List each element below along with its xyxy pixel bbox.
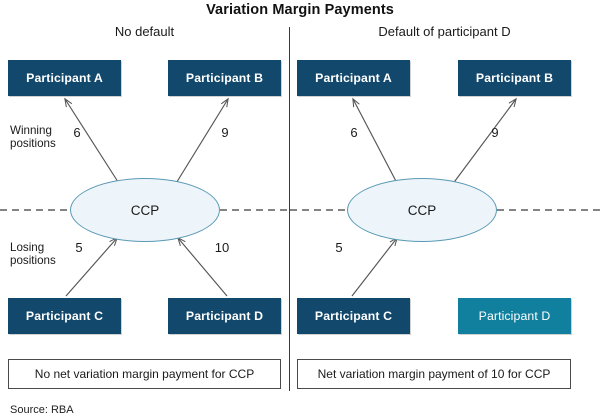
node-participant-b-right[interactable]: Participant B [458, 60, 571, 96]
node-participant-c-left[interactable]: Participant C [8, 298, 121, 334]
flow-value-d-to-ccp-left: 10 [214, 240, 230, 255]
caption-box-left: No net variation margin payment for CCP [8, 359, 281, 389]
node-participant-d-left[interactable]: Participant D [168, 298, 281, 334]
flow-value-ccp-to-b-left: 9 [221, 125, 229, 140]
flow-value-c-to-ccp-left: 5 [75, 240, 83, 255]
node-ccp-right[interactable]: CCP [347, 178, 497, 242]
node-participant-c-right[interactable]: Participant C [297, 298, 410, 334]
label-winning-positions: Winning positions [10, 124, 56, 150]
panel-header-right: Default of participant D [378, 24, 511, 39]
node-participant-d-right-defaulted[interactable]: Participant D [458, 298, 571, 334]
node-participant-b-left[interactable]: Participant B [168, 60, 281, 96]
flow-value-ccp-to-a-right: 6 [350, 125, 358, 140]
label-losing-positions: Losing positions [10, 241, 56, 267]
flow-value-ccp-to-b-right: 9 [491, 125, 499, 140]
figure-title: Variation Margin Payments [206, 2, 394, 18]
panel-header-left: No default [114, 24, 175, 39]
node-participant-a-right[interactable]: Participant A [297, 60, 410, 96]
node-ccp-left[interactable]: CCP [70, 178, 220, 242]
caption-box-right: Net variation margin payment of 10 for C… [297, 359, 571, 389]
node-participant-a-left[interactable]: Participant A [8, 60, 121, 96]
flow-value-ccp-to-a-left: 6 [73, 125, 81, 140]
panel-divider [289, 27, 290, 391]
flow-value-c-to-ccp-right: 5 [335, 240, 343, 255]
source-note: Source: RBA [10, 404, 74, 416]
